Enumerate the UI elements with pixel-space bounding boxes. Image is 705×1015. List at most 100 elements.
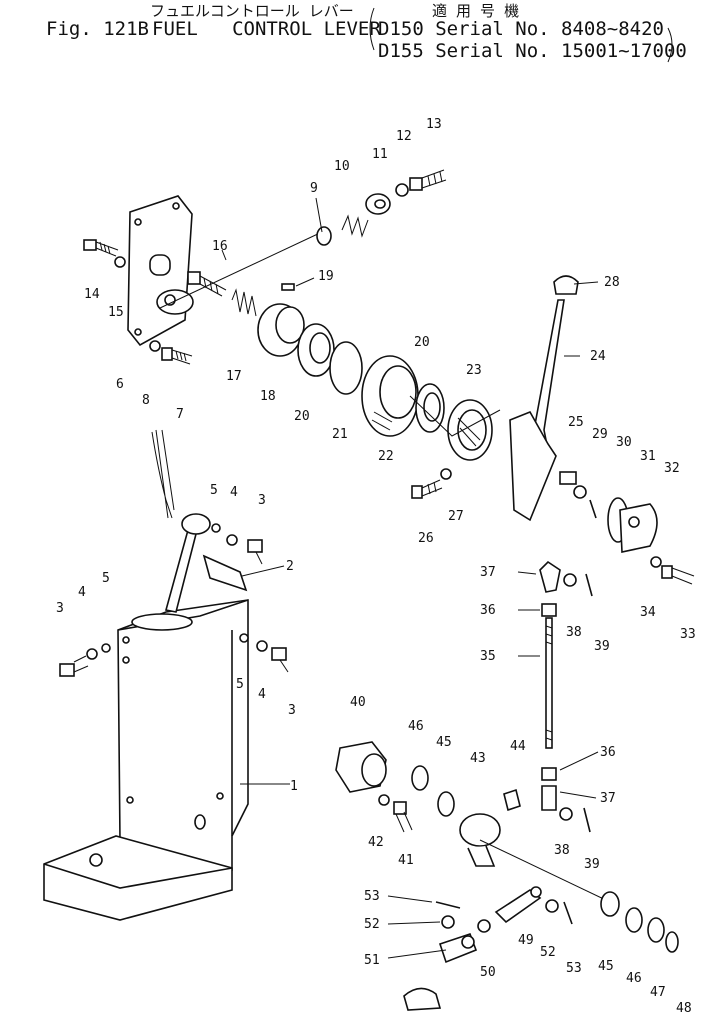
- leader-2: [241, 565, 285, 577]
- washer-8: [149, 340, 161, 352]
- housing-32: [619, 503, 658, 553]
- callout-39b: 39: [584, 857, 600, 872]
- washer-4a: [226, 534, 238, 546]
- japanese-title: フュエルコントロール レバー: [150, 2, 354, 20]
- leader-9: [315, 197, 323, 233]
- callout-5a: 5: [210, 483, 218, 498]
- washer-4c: [256, 640, 268, 652]
- bushing-45b: [600, 891, 620, 917]
- rod-35: [545, 617, 553, 749]
- seal-20a: [297, 323, 335, 377]
- callout-53b: 53: [566, 961, 582, 976]
- callout-30: 30: [616, 435, 632, 450]
- pin-53a: [435, 901, 461, 909]
- shaft-head-9: [316, 226, 332, 246]
- nut-52b: [545, 899, 559, 913]
- nut-11: [365, 193, 391, 215]
- callout-36a: 36: [480, 603, 496, 618]
- console-column-1: [43, 599, 249, 921]
- nut-36b: [541, 767, 557, 781]
- callout-15: 15: [108, 305, 124, 320]
- bolt-3a: [247, 539, 263, 565]
- collar-18: [257, 303, 305, 357]
- callout-24: 24: [590, 349, 606, 364]
- callout-18: 18: [260, 389, 276, 404]
- callout-36b: 36: [600, 745, 616, 760]
- seal-46b: [625, 907, 643, 933]
- pin-39b: [583, 807, 591, 833]
- callout-50: 50: [480, 965, 496, 980]
- leader-52a: [387, 921, 441, 925]
- callout-4a: 4: [230, 485, 238, 500]
- callout-3c: 3: [288, 703, 296, 718]
- callout-52b: 52: [540, 945, 556, 960]
- leader-28: [573, 281, 599, 285]
- serial-range-d155: D155 Serial No. 15001~17000: [378, 40, 687, 62]
- callout-32: 32: [664, 461, 680, 476]
- callout-48: 48: [676, 1001, 692, 1015]
- leader-53a: [387, 895, 433, 903]
- callout-41: 41: [398, 853, 414, 868]
- bracket-2: [202, 554, 248, 592]
- callout-3a: 3: [258, 493, 266, 508]
- lower-axis-line: [479, 839, 611, 903]
- callout-4b: 4: [78, 585, 86, 600]
- snap-ring-48: [665, 931, 679, 953]
- callout-1: 1: [290, 779, 298, 794]
- grease-fitting-44: [503, 788, 521, 812]
- callout-40: 40: [350, 695, 366, 710]
- callout-35: 35: [480, 649, 496, 664]
- bolt-7: [161, 347, 193, 365]
- seal-46a: [411, 765, 429, 791]
- washer-42: [378, 794, 390, 806]
- rod-end-49: [494, 886, 542, 924]
- callout-49: 49: [518, 933, 534, 948]
- callout-46b: 46: [626, 971, 642, 986]
- nut-36a: [541, 603, 557, 617]
- bushing-45a: [437, 791, 455, 817]
- callout-37a: 37: [480, 565, 496, 580]
- washer-27: [440, 468, 452, 480]
- figure-title: FUEL CONTROL LEVER: [152, 18, 381, 40]
- header-bracket-left: [369, 7, 375, 51]
- callout-6: 6: [116, 377, 124, 392]
- bolt-33: [661, 565, 695, 585]
- callout-38a: 38: [566, 625, 582, 640]
- rod-end-25: [559, 471, 577, 485]
- lever-shaft-upper: [165, 513, 211, 613]
- housing-22: [361, 355, 419, 437]
- seal-20b: [415, 383, 445, 433]
- washer-34: [650, 556, 662, 568]
- callout-20a: 20: [294, 409, 310, 424]
- leader-37a: [517, 571, 537, 575]
- callout-34: 34: [640, 605, 656, 620]
- bearing-23: [447, 399, 493, 461]
- callout-17: 17: [226, 369, 242, 384]
- nut-29: [573, 485, 587, 499]
- callout-44: 44: [510, 739, 526, 754]
- callout-29: 29: [592, 427, 608, 442]
- lower-clip: [403, 987, 442, 1011]
- bracket-plate: [127, 195, 194, 347]
- rod-end-37a: [539, 560, 561, 593]
- o-ring-21: [329, 341, 363, 395]
- rod-end-37b: [541, 785, 557, 811]
- washer-5c: [239, 633, 249, 643]
- callout-10: 10: [334, 159, 350, 174]
- pin-53b: [563, 901, 573, 925]
- callout-4c: 4: [258, 687, 266, 702]
- callout-51: 51: [364, 953, 380, 968]
- callout-42: 42: [368, 835, 384, 850]
- callout-38b: 38: [554, 843, 570, 858]
- bracket-40: [335, 741, 387, 793]
- callout-28: 28: [604, 275, 620, 290]
- fuel-lever-24: [509, 299, 565, 522]
- pin-39a: [585, 573, 593, 597]
- callout-16: 16: [212, 239, 228, 254]
- callout-22: 22: [378, 449, 394, 464]
- bolt-3c: [271, 647, 289, 673]
- callout-9: 9: [310, 181, 318, 196]
- shaft-axis-line: [159, 231, 323, 309]
- leader-16: [221, 249, 227, 261]
- serial-range-d150: D150 Serial No. 8408~8420: [378, 18, 664, 40]
